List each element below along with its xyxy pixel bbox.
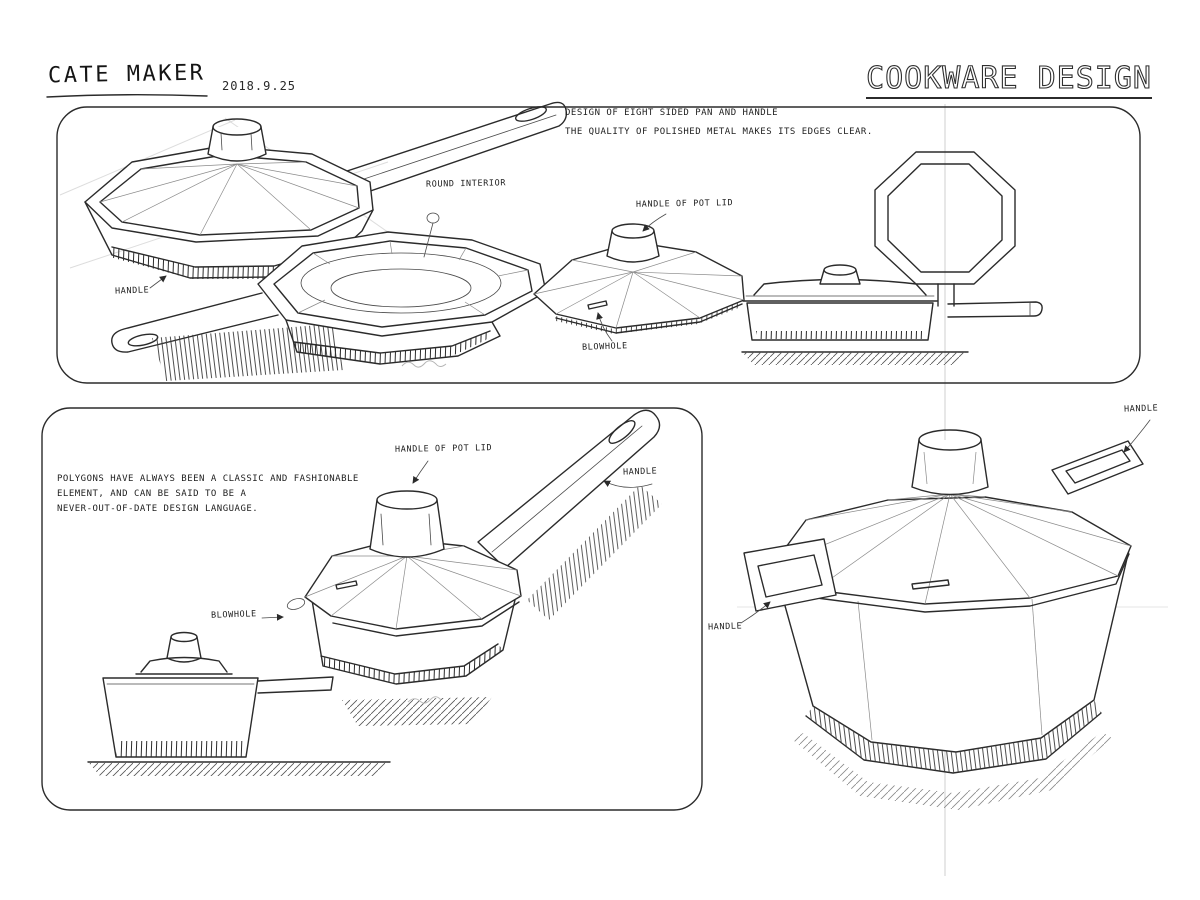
leader-arrow [149,275,167,289]
label-handle-of-pot-lid-top: HANDLE OF POT LID [635,198,734,210]
pot-back-handle [1051,440,1144,495]
lid-knob [369,499,445,558]
leader-arrow [261,613,284,621]
handle-slot [514,106,548,122]
blowhole-slot [587,300,608,310]
pan-side-view-sketch [741,264,1043,365]
lid-knob [207,126,267,162]
pan-rim [257,231,547,337]
leader-arrow [412,460,429,484]
signature-scribble [401,360,447,368]
pot-base-hatch [806,700,1101,773]
blowhole-slot [335,580,358,590]
leader-arrow [740,601,771,624]
pan-handle-profile [257,676,334,694]
handle-shadow-hatch [152,324,344,381]
leader-line [423,222,434,258]
pan-handle [111,292,279,353]
ground-shadow-hatch [342,697,492,726]
pan-handle [340,101,568,198]
top-note-line2: THE QUALITY OF POLISHED METAL MAKES ITS … [565,127,873,137]
ground-hatch [88,762,390,776]
label-handle-saucepan: HANDLE [622,466,658,478]
blowhole-slot [911,579,950,590]
leader-arrow [1123,419,1151,453]
label-handle-of-pot-lid-bottom: HANDLE OF POT LID [394,443,493,455]
brand-title: CATE MAKER [47,60,206,89]
pot-body [775,550,1129,752]
leader-arrow [642,213,667,232]
open-pan-sketch [111,212,547,381]
saucepan-sketch [261,409,662,726]
label-pot-handle-back: HANDLE [1123,403,1159,415]
octagon-inner [887,163,1003,273]
octagon-top-view-sketch [874,151,1016,307]
date-label: 2018.9.25 [222,79,297,93]
label-blowhole-bottom: BLOWHOLE [210,609,257,621]
label-blowhole-top: BLOWHOLE [581,341,628,353]
stock-pot-sketch [740,419,1151,810]
lid-rim [533,241,745,329]
signature-scribble [407,696,442,704]
handle-shadow-hatch [527,485,662,620]
top-note-line1: DESIGN OF EIGHT SIDED PAN AND HANDLE [565,108,779,118]
bottom-note-line3: NEVER-OUT-OF-DATE DESIGN LANGUAGE. [57,504,259,514]
bottom-note-line2: ELEMENT, AND CAN BE SAID TO BE A [57,489,247,499]
pan-lid [140,656,228,673]
label-round-interior: ROUND INTERIOR [425,178,507,190]
label-pot-handle-side: HANDLE [707,621,743,633]
pan-rim [84,145,374,243]
leader-ring [426,212,440,224]
sheet-title: COOKWARE DESIGN [866,61,1152,96]
round-interior-edge [300,252,502,314]
leader-arrow [603,480,653,488]
ground-shadow-hatch [793,732,1112,810]
lid-knob [911,439,989,496]
handle-slot [127,333,159,347]
pot-side-handle [743,538,837,612]
pan-with-lid-sketch [84,101,568,279]
top-panel-border [56,106,1141,384]
leader-ring [286,598,306,610]
label-handle-top-panel: HANDLE [114,285,150,297]
pan-base-hatch [116,741,246,757]
pan-base-hatch [294,331,490,364]
pan-body [746,302,934,341]
pan-base-hatch [756,331,924,339]
handle-slot [608,420,636,444]
pan-base-hatch [321,644,503,684]
lid-edge-hatch [556,302,741,334]
octagon-outer [874,151,1016,285]
brand-underline [46,94,208,98]
pan-handle-profile [947,301,1043,318]
leader-arrow [596,312,613,342]
bottom-note-line1: POLYGONS HAVE ALWAYS BEEN A CLASSIC AND … [57,474,359,484]
bottom-left-panel-border [41,407,703,811]
ground-hatch [742,352,968,365]
lid-sketch [533,213,745,342]
lid-knob [606,230,660,263]
small-saucepan-sketch [87,631,391,776]
